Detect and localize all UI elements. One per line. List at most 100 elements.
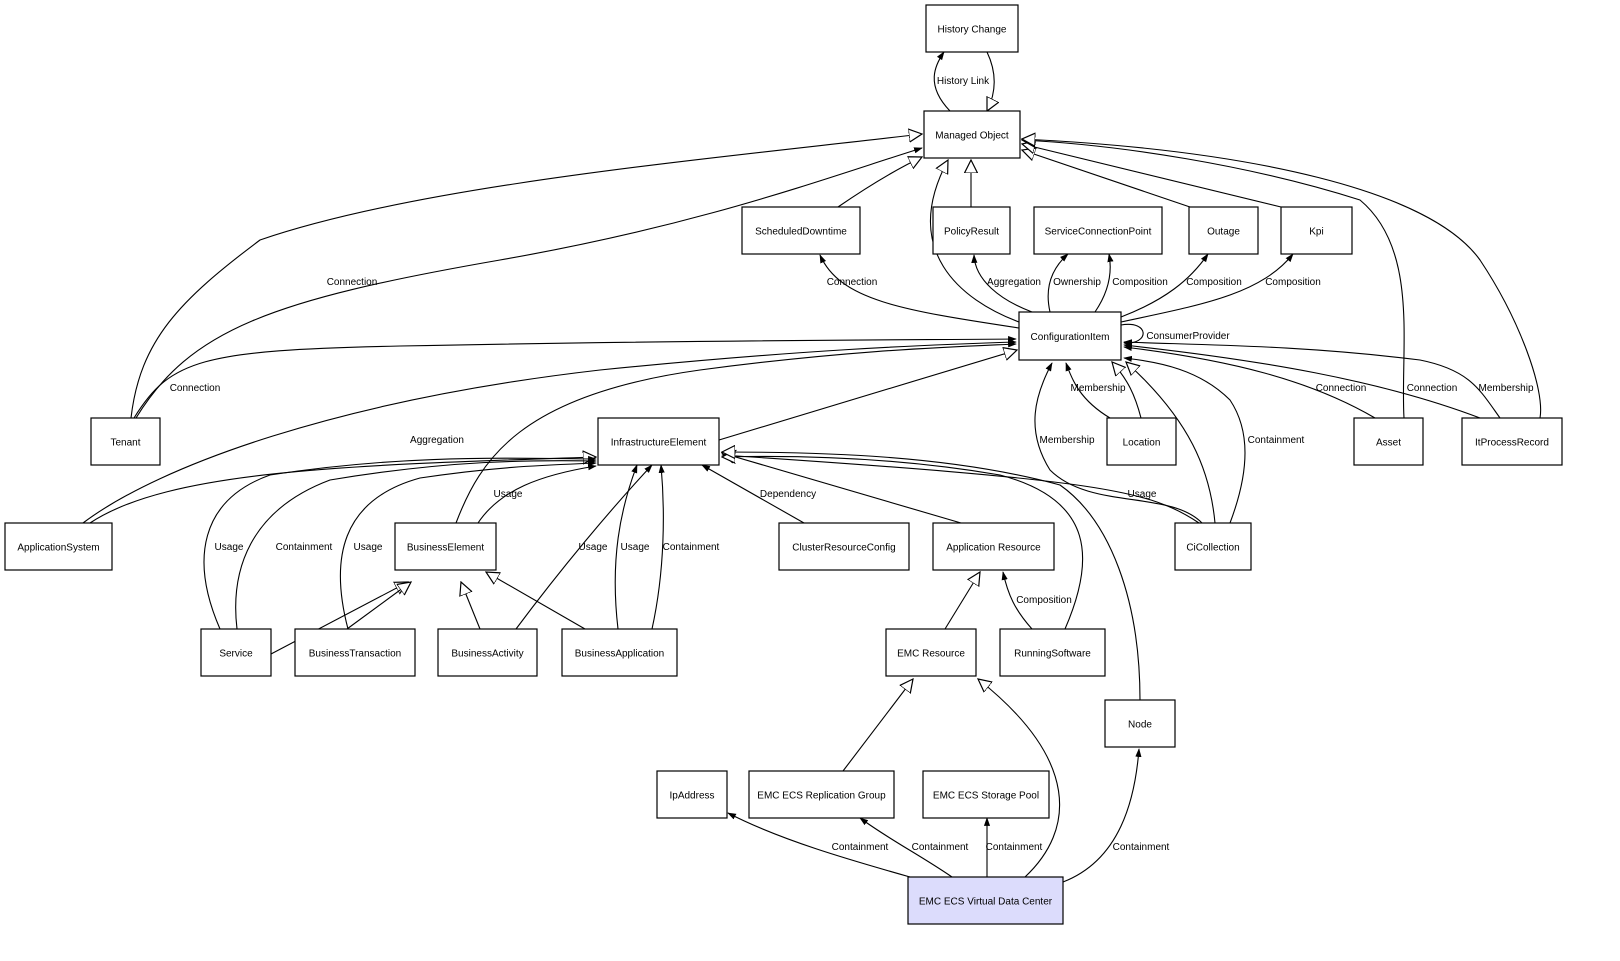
node-box[interactable] [1174, 522, 1252, 571]
node-box[interactable] [999, 628, 1106, 677]
edge-label: Dependency [760, 489, 816, 500]
node-label: ServiceConnectionPoint [1045, 227, 1152, 238]
association-arrow [203, 455, 597, 630]
association-arrow [133, 335, 1017, 419]
node-box[interactable] [294, 628, 416, 677]
node-box[interactable] [1104, 699, 1176, 748]
association-arrow [859, 817, 953, 878]
edge-emc-ecs-virtual-data-center-to-ip-address [727, 812, 911, 878]
association-arrow [721, 452, 1200, 524]
edge-label: Usage [354, 542, 383, 553]
node-infrastructure-element[interactable]: InfrastructureElement [597, 417, 720, 466]
node-label: Outage [1207, 227, 1240, 238]
node-box[interactable] [90, 417, 161, 466]
node-outage[interactable]: Outage [1188, 206, 1259, 255]
node-service[interactable]: Service [200, 628, 272, 677]
node-business-element[interactable]: BusinessElement [394, 522, 497, 571]
edge-it-process-record-to-configuration-item [1123, 339, 1501, 419]
edge-label: Membership [1070, 383, 1125, 394]
node-box[interactable] [561, 628, 678, 677]
node-box[interactable] [437, 628, 538, 677]
edge-ci-collection-to-configuration-item [1123, 355, 1246, 524]
node-box[interactable] [925, 4, 1019, 53]
edge-it-process-record-to-managed-object [1022, 139, 1542, 419]
association-arrow [339, 460, 597, 630]
edge-label: Ownership [1053, 277, 1101, 288]
edge-configuration-item-to-configuration-item [1120, 323, 1144, 347]
node-box[interactable] [656, 770, 728, 819]
edge-configuration-item-to-scheduled-downtime [819, 254, 1020, 329]
node-tenant[interactable]: Tenant [90, 417, 161, 466]
association-arrow [1001, 571, 1033, 630]
node-history-change[interactable]: History Change [925, 4, 1019, 53]
edge-label: Aggregation [987, 277, 1041, 288]
node-location[interactable]: Location [1106, 417, 1177, 466]
edge-label: Containment [276, 542, 333, 553]
node-it-process-record[interactable]: ItProcessRecord [1461, 417, 1563, 466]
node-managed-object[interactable]: Managed Object [923, 110, 1021, 159]
node-box[interactable] [923, 110, 1021, 159]
node-kpi[interactable]: Kpi [1280, 206, 1353, 255]
node-label: EMC ECS Replication Group [757, 791, 886, 802]
node-box[interactable] [1018, 311, 1122, 361]
node-application-resource[interactable]: Application Resource [932, 522, 1055, 571]
node-box[interactable] [741, 206, 861, 255]
node-policy-result[interactable]: PolicyResult [932, 206, 1011, 255]
edge-tenant-to-managed-object [135, 147, 923, 419]
node-node[interactable]: Node [1104, 699, 1176, 748]
node-box[interactable] [1106, 417, 1177, 466]
node-asset[interactable]: Asset [1353, 417, 1424, 466]
edge-label: Usage [215, 542, 244, 553]
node-business-activity[interactable]: BusinessActivity [437, 628, 538, 677]
inheritance-arrow [944, 572, 980, 630]
node-scheduled-downtime[interactable]: ScheduledDowntime [741, 206, 861, 255]
node-label: BusinessApplication [575, 649, 665, 660]
edge-running-software-to-application-resource [1001, 571, 1033, 630]
node-emc-resource[interactable]: EMC Resource [885, 628, 977, 677]
node-ip-address[interactable]: IpAddress [656, 770, 728, 819]
node-emc-ecs-virtual-data-center[interactable]: EMC ECS Virtual Data Center [907, 876, 1064, 925]
node-box[interactable] [778, 522, 910, 571]
edge-scheduled-downtime-to-managed-object [837, 157, 922, 208]
node-box[interactable] [1353, 417, 1424, 466]
node-emc-ecs-replication-group[interactable]: EMC ECS Replication Group [748, 770, 895, 819]
node-box[interactable] [885, 628, 977, 677]
node-box[interactable] [932, 206, 1011, 255]
node-application-system[interactable]: ApplicationSystem [4, 522, 113, 571]
node-box[interactable] [1280, 206, 1353, 255]
edge-emc-resource-to-application-resource [944, 572, 980, 630]
node-label: EMC ECS Virtual Data Center [919, 897, 1053, 908]
node-label: ScheduledDowntime [755, 227, 847, 238]
node-box[interactable] [907, 876, 1064, 925]
edge-label: Connection [1407, 383, 1458, 394]
node-box[interactable] [597, 417, 720, 466]
node-box[interactable] [932, 522, 1055, 571]
edge-label: Usage [494, 489, 523, 500]
edge-emc-ecs-virtual-data-center-to-node [1062, 748, 1142, 883]
edge-label: Containment [663, 542, 720, 553]
node-business-transaction[interactable]: BusinessTransaction [294, 628, 416, 677]
node-box[interactable] [1461, 417, 1563, 466]
node-box[interactable] [1033, 206, 1163, 255]
node-ci-collection[interactable]: CiCollection [1174, 522, 1252, 571]
node-label: BusinessTransaction [309, 649, 401, 660]
node-cluster-resource-config[interactable]: ClusterResourceConfig [778, 522, 910, 571]
inheritance-arrow [722, 453, 962, 524]
node-box[interactable] [748, 770, 895, 819]
node-running-software[interactable]: RunningSoftware [999, 628, 1106, 677]
node-box[interactable] [922, 770, 1050, 819]
node-business-application[interactable]: BusinessApplication [561, 628, 678, 677]
node-service-connection-point[interactable]: ServiceConnectionPoint [1033, 206, 1163, 255]
node-box[interactable] [4, 522, 113, 571]
edge-ci-collection-to-infrastructure-element [721, 452, 1200, 524]
node-label: ConfigurationItem [1031, 332, 1110, 343]
association-arrow [1062, 748, 1142, 883]
edge-business-activity-to-infrastructure-element [515, 464, 653, 630]
node-box[interactable] [1188, 206, 1259, 255]
node-box[interactable] [200, 628, 272, 677]
node-configuration-item[interactable]: ConfigurationItem [1018, 311, 1122, 361]
node-box[interactable] [394, 522, 497, 571]
node-emc-ecs-storage-pool[interactable]: EMC ECS Storage Pool [922, 770, 1050, 819]
edge-infrastructure-element-to-configuration-item [718, 350, 1017, 441]
